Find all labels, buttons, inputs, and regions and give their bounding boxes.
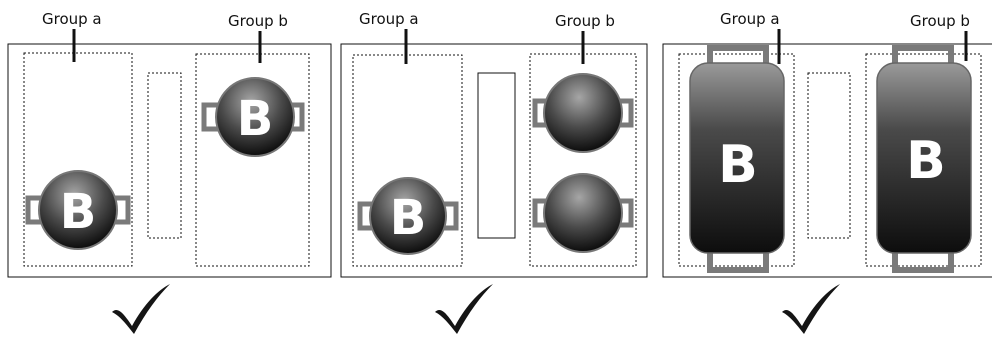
- middle-slot: [807, 72, 851, 239]
- check-icon: [112, 284, 170, 334]
- middle-slot: [147, 72, 182, 239]
- group-a-region: [23, 52, 133, 267]
- item-letter: B: [906, 131, 946, 191]
- middle-slot: [477, 72, 516, 239]
- round-item: B: [357, 177, 459, 255]
- round-item: B: [25, 170, 131, 250]
- group-b-region: [865, 53, 982, 267]
- tall-item: B: [689, 45, 785, 273]
- group-a-label: Group a: [42, 10, 102, 28]
- round-item: [532, 73, 634, 153]
- group-a-label: Group a: [359, 10, 419, 28]
- item-letter: B: [237, 91, 274, 147]
- group-a-region: [678, 53, 795, 267]
- round-item: B: [201, 77, 305, 157]
- panel-2: Group a Group b B: [340, 10, 648, 334]
- group-b-region: [195, 53, 310, 267]
- panel-frame: [7, 43, 332, 278]
- item-letter: B: [60, 184, 97, 240]
- check-icon: [435, 284, 493, 334]
- item-letter: B: [718, 135, 758, 195]
- round-item: [532, 173, 634, 253]
- item-letter: B: [390, 190, 427, 246]
- group-b-label: Group b: [555, 12, 615, 30]
- tall-item: B: [876, 45, 972, 273]
- panel-1: Group a Group b B B: [7, 10, 332, 334]
- panel-3: Group a Group b B B: [662, 10, 992, 334]
- group-b-label: Group b: [910, 12, 970, 30]
- check-icon: [782, 284, 840, 334]
- group-a-label: Group a: [720, 10, 780, 28]
- group-b-label: Group b: [228, 12, 288, 30]
- panel-frame: [662, 43, 992, 278]
- panel-frame: [340, 43, 648, 278]
